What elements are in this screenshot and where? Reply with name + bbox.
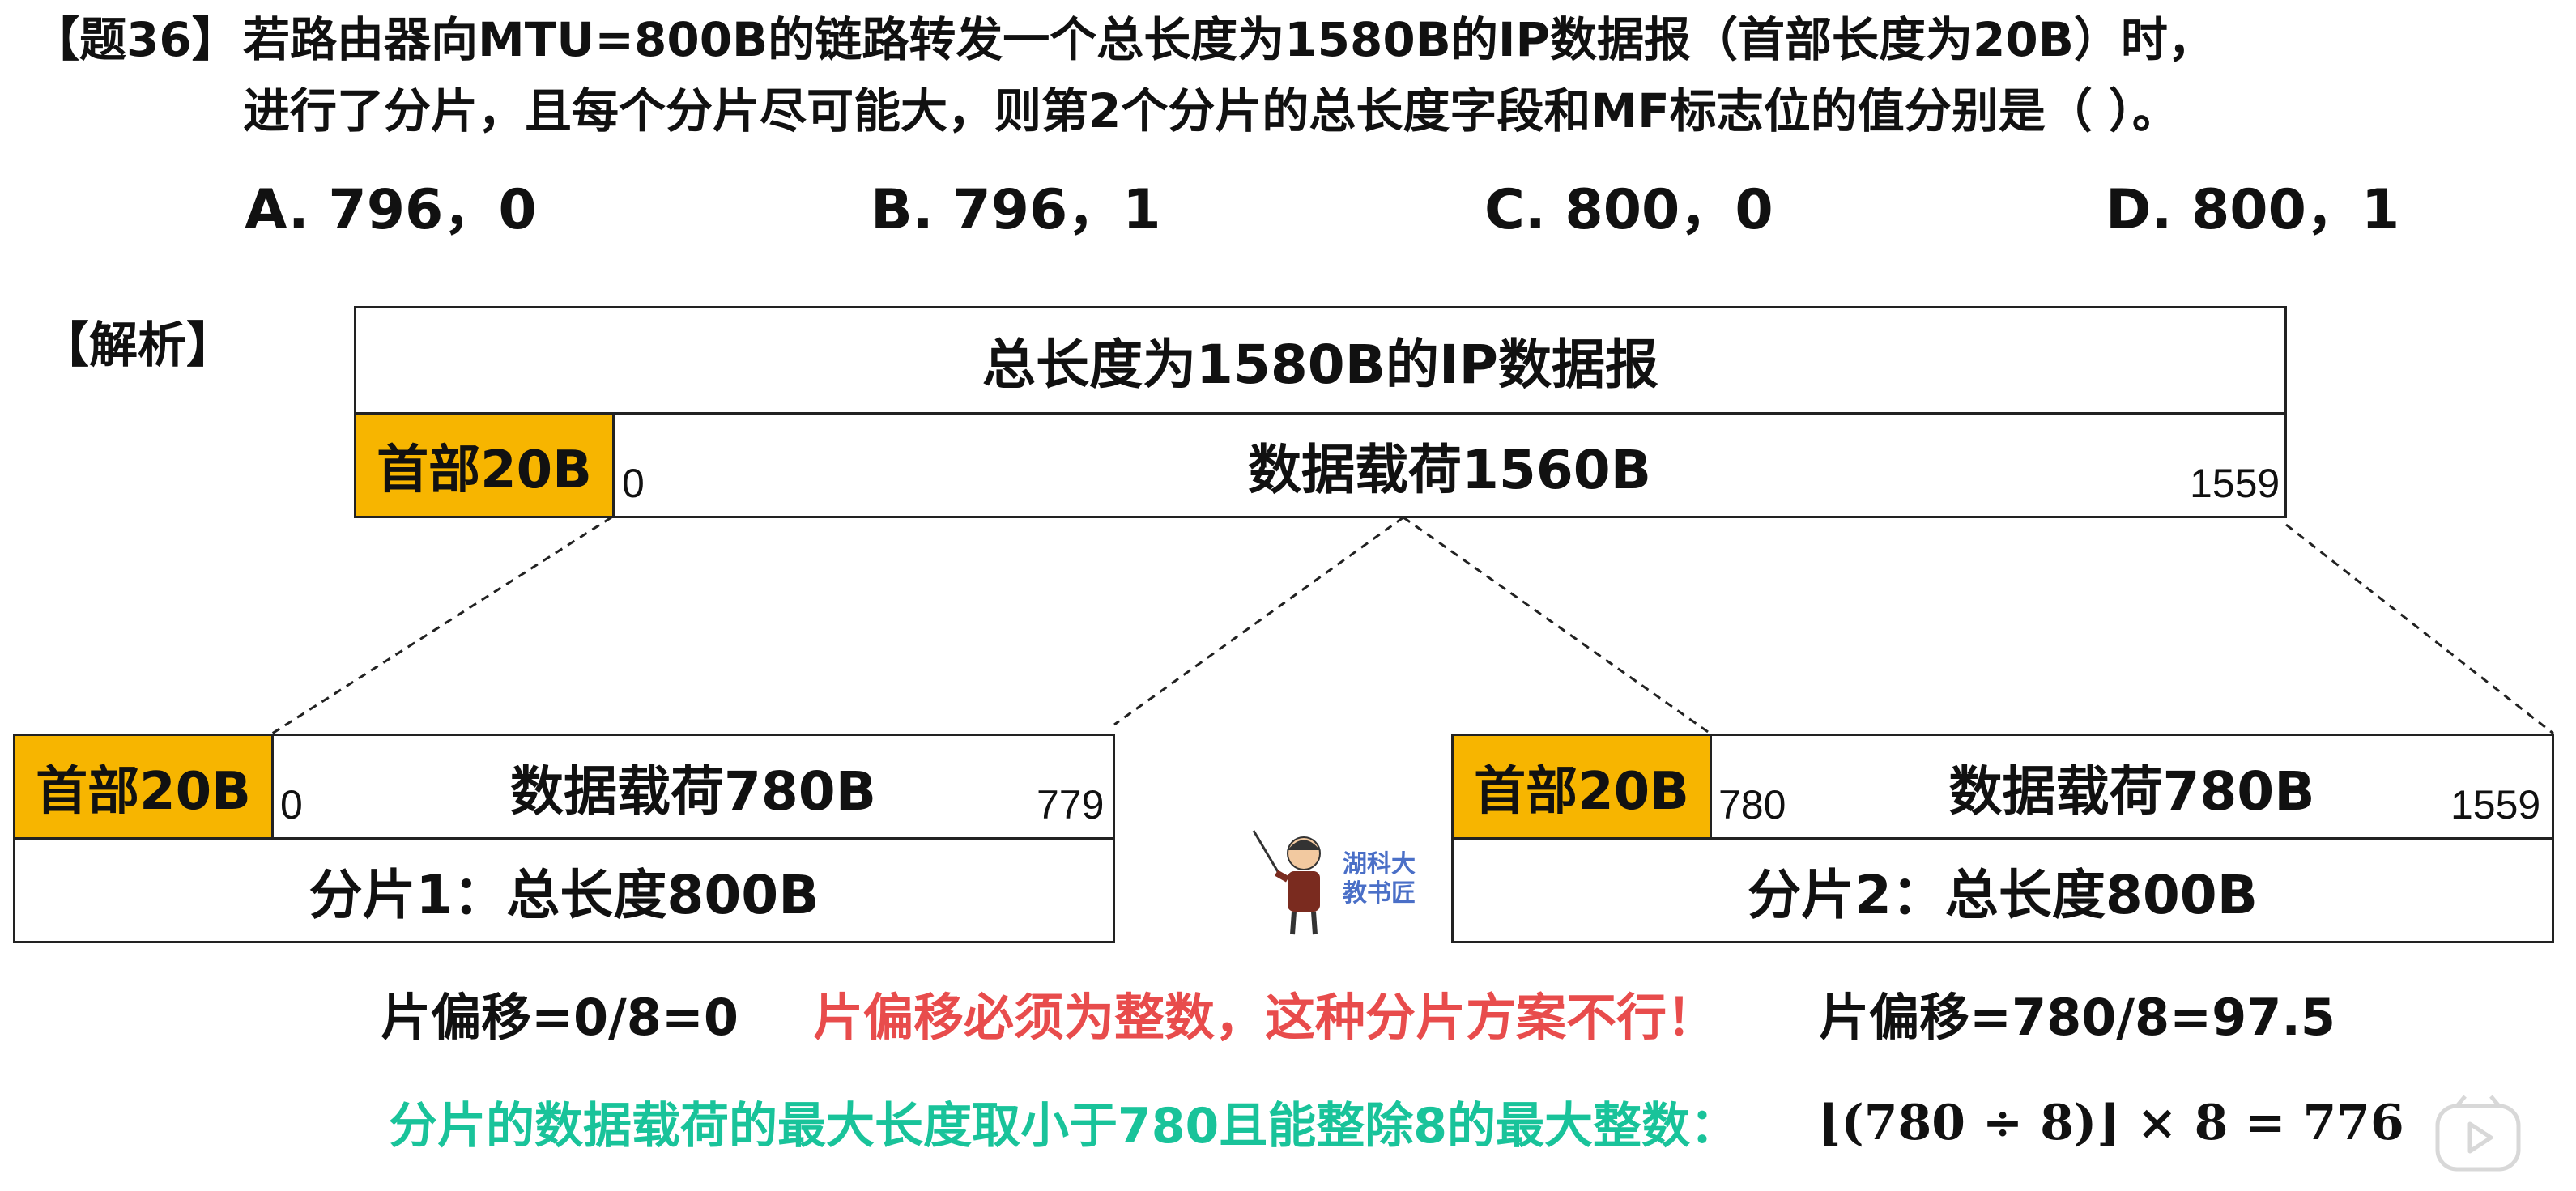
fragment1-header-label: 首部20B — [36, 761, 251, 822]
fragment2-payload-label: 数据载荷780B — [1948, 759, 2315, 823]
option-b: B. 796，1 — [871, 178, 1161, 242]
offset-right: 片偏移=780/8=97.5 — [1819, 988, 2336, 1047]
fragment2-end-offset: 1559 — [2450, 782, 2541, 827]
fragment1-start-offset: 0 — [280, 782, 303, 827]
datagram-header: 首部20B — [354, 412, 615, 518]
datagram-start-offset: 0 — [622, 461, 645, 506]
fragment1-caption-box: 分片1：总长度800B — [13, 837, 1115, 943]
play-button-icon[interactable] — [2434, 1095, 2522, 1172]
datagram-payload-label: 数据载荷1560B — [1248, 438, 1651, 501]
datagram-title-box: 总长度为1580B的IP数据报 — [354, 306, 2287, 415]
fragment2-header: 首部20B — [1451, 734, 1712, 840]
option-d: D. 800，1 — [2106, 178, 2400, 242]
fragment1-payload-label: 数据载荷780B — [509, 759, 877, 823]
datagram-title: 总长度为1580B的IP数据报 — [982, 334, 1658, 396]
logo-line-1: 湖科大 — [1343, 850, 1416, 878]
fragment1-header: 首部20B — [13, 734, 274, 840]
fragment2-start-offset: 780 — [1718, 782, 1786, 827]
logo-text: 湖科大 教书匠 — [1343, 850, 1416, 908]
option-c: C. 800，0 — [1484, 178, 1773, 242]
datagram-header-label: 首部20B — [377, 440, 592, 500]
question-line-2: 进行了分片，且每个分片尽可能大，则第2个分片的总长度字段和MF标志位的值分别是（… — [243, 83, 2179, 138]
offset-warning: 片偏移必须为整数，这种分片方案不行！ — [813, 988, 1718, 1047]
logo-line-2: 教书匠 — [1343, 879, 1416, 908]
analysis-label: 【解析】 — [40, 317, 235, 374]
question-line-1: 若路由器向MTU=800B的链路转发一个总长度为1580B的IP数据报（首部长度… — [243, 12, 2215, 67]
fragment1-caption: 分片1：总长度800B — [309, 863, 820, 926]
teacher-mascot-icon — [1252, 830, 1321, 935]
fragment2-header-label: 首部20B — [1474, 761, 1689, 822]
conclusion-formula: ⌊(780 ÷ 8)⌋ × 8 = 776 — [1818, 1095, 2404, 1151]
offset-left: 片偏移=0/8=0 — [381, 988, 739, 1047]
conclusion-text: 分片的数据载荷的最大长度取小于780且能整除8的最大整数： — [389, 1098, 1739, 1155]
fragment2-caption: 分片2：总长度800B — [1748, 863, 2258, 926]
fragment2-caption-box: 分片2：总长度800B — [1451, 837, 2554, 943]
datagram-payload: 数据载荷1560B — [612, 412, 2287, 518]
fragment2-payload: 数据载荷780B — [1710, 734, 2554, 840]
fragment1-end-offset: 779 — [1037, 782, 1105, 827]
question-tag: 【题36】 — [32, 12, 239, 67]
datagram-end-offset: 1559 — [2190, 461, 2280, 506]
option-a: A. 796，0 — [245, 178, 537, 242]
fragment1-payload: 数据载荷780B — [271, 734, 1115, 840]
